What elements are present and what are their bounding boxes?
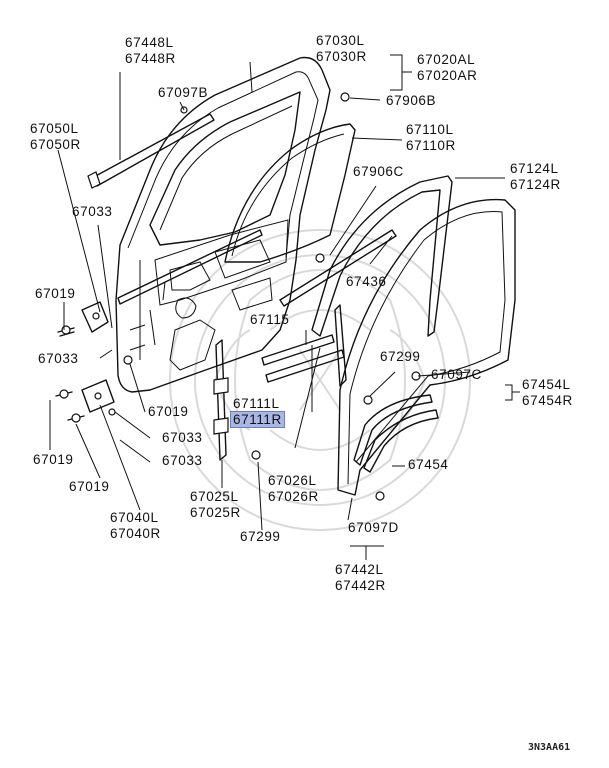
label-67110: 67110L 67110R <box>406 122 456 153</box>
door-glass-67110 <box>224 123 356 263</box>
label-67442: 67442L 67442R <box>335 562 386 593</box>
label-67040: 67040L 67040R <box>110 510 161 541</box>
leader-lines <box>49 54 520 560</box>
label-67115: 67115 <box>250 312 290 327</box>
label-67033-mid: 67033 <box>38 351 79 366</box>
weatherstrip-67050 <box>117 229 263 305</box>
label-67906c: 67906C <box>353 164 404 179</box>
seal-67454 <box>337 198 516 496</box>
label-67906b: 67906B <box>386 93 437 108</box>
label-67019-c: 67019 <box>33 452 74 467</box>
highlighted-part-67111r[interactable]: 67111R <box>230 411 285 428</box>
label-67033-c: 67033 <box>162 430 203 445</box>
label-67454lr: 67454L 67454R <box>522 377 573 408</box>
hinge-lower-67040 <box>81 379 115 413</box>
glass-run-67124 <box>311 175 453 337</box>
belt-weatherstrip-67448 <box>87 113 215 189</box>
label-67033-top: 67033 <box>72 204 113 219</box>
regulator-67025 <box>213 339 229 461</box>
seal-67454lr <box>353 394 439 473</box>
hinge-upper <box>81 301 109 333</box>
label-67448: 67448L 67448R <box>125 35 176 66</box>
channel-67436 <box>279 229 397 307</box>
label-67111: 67111L 67111R <box>230 396 285 428</box>
label-67030: 67030L 67030R <box>316 33 367 64</box>
label-67033-d: 67033 <box>162 453 203 468</box>
label-67097d: 67097D <box>348 520 399 535</box>
label-67454: 67454 <box>408 457 449 472</box>
label-67124: 67124L 67124R <box>510 161 561 192</box>
label-67299-top: 67299 <box>380 349 421 364</box>
channel-67115 <box>261 334 345 383</box>
door-panel-67030 <box>115 56 331 393</box>
label-67436: 67436 <box>346 274 387 289</box>
label-67019-b: 67019 <box>148 404 189 419</box>
label-67019-d: 67019 <box>69 479 110 494</box>
diagram-code: 3N3AA61 <box>528 742 571 753</box>
label-67019-a: 67019 <box>35 286 76 301</box>
label-67299-bot: 67299 <box>240 529 281 544</box>
bolts <box>55 92 421 501</box>
label-67026: 67026L 67026R <box>268 473 319 504</box>
label-67050: 67050L 67050R <box>30 121 81 152</box>
sash-67111 <box>334 304 347 387</box>
label-67020a: 67020AL 67020AR <box>417 52 478 83</box>
label-67097b: 67097B <box>158 85 209 100</box>
label-67025: 67025L 67025R <box>190 489 241 520</box>
label-67097c: 67097C <box>431 367 482 382</box>
